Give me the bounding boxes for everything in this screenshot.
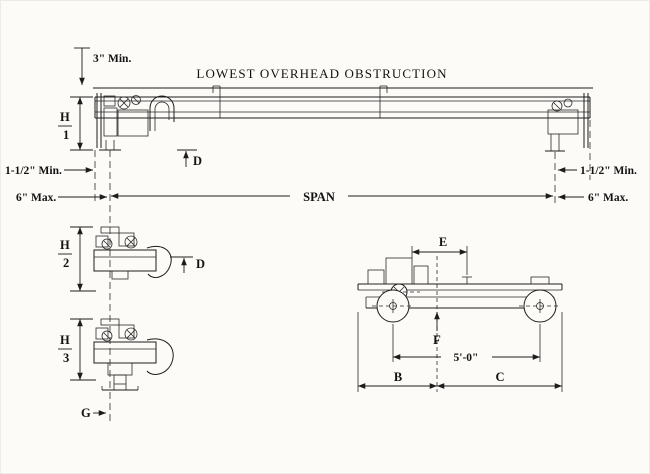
gear-icon xyxy=(117,96,131,110)
left-min-label: 1-1/2" Min. xyxy=(5,165,62,177)
d-dimension-top: D xyxy=(177,149,202,168)
gear-icon xyxy=(101,238,113,250)
e-label: E xyxy=(439,235,447,249)
hoist-hook xyxy=(149,95,175,131)
b-dimension: B xyxy=(357,312,437,392)
bridge-end-view: E F 5'-0" B C xyxy=(357,235,563,392)
left-end-truck-hoist xyxy=(96,93,175,151)
d-top-label: D xyxy=(193,154,202,168)
right-end-dimensions: 1-1/2" Min. 6" Max. xyxy=(554,120,637,205)
trolley-section-h2 xyxy=(93,226,172,280)
trolley-section-h3 xyxy=(93,318,174,391)
g-dimension: G xyxy=(81,406,106,420)
h2-number-label: 2 xyxy=(63,256,69,270)
gear-icon xyxy=(131,95,141,105)
end-truck-wheel-left xyxy=(372,289,414,323)
left-max-label: 6" Max. xyxy=(16,192,56,204)
g-label: G xyxy=(81,406,91,420)
right-max-label: 6" Max. xyxy=(588,192,628,204)
h3-letter-label: H xyxy=(60,333,70,347)
h2-letter-label: H xyxy=(60,238,70,252)
hanger-rod-left xyxy=(212,85,221,118)
wheelbase-dimension: 5'-0" xyxy=(392,324,541,364)
b-label: B xyxy=(394,370,402,384)
span-dimension: SPAN xyxy=(111,190,553,204)
e-dimension: E xyxy=(411,235,468,275)
c-label: C xyxy=(495,370,504,384)
h3-number-label: 3 xyxy=(63,351,69,365)
c-dimension: C xyxy=(437,312,563,392)
hoist-hook xyxy=(146,245,172,278)
gear-icon xyxy=(124,235,138,249)
left-end-dimensions: 1-1/2" Min. 6" Max. xyxy=(5,150,111,421)
h2-dimension: H 2 xyxy=(58,226,96,292)
h1-dimension: H 1 xyxy=(58,96,93,151)
hanger-rod-right xyxy=(379,85,388,118)
wheelbase-label: 5'-0" xyxy=(454,352,479,364)
end-truck-wheel-right xyxy=(519,289,561,323)
h1-number-label: 1 xyxy=(63,128,69,142)
gear-icon xyxy=(101,330,113,342)
gear-icon xyxy=(563,98,573,108)
f-label: F xyxy=(433,333,441,347)
gear-icon xyxy=(124,327,138,341)
right-min-label: 1-1/2" Min. xyxy=(580,165,637,177)
top-clearance-dimension: 3" Min. xyxy=(74,47,131,85)
h1-letter-label: H xyxy=(60,110,70,124)
h3-dimension: H 3 xyxy=(58,318,96,381)
right-end-truck xyxy=(545,93,589,152)
obstruction-title: LOWEST OVERHEAD OBSTRUCTION xyxy=(196,66,447,81)
gear-icon xyxy=(551,100,563,112)
d-dimension-section: D xyxy=(170,256,205,273)
d-section-label: D xyxy=(196,257,205,271)
bridge-girder-elevation xyxy=(94,85,591,119)
span-label: SPAN xyxy=(303,190,335,204)
top-clearance-label: 3" Min. xyxy=(93,53,131,65)
f-dimension: F xyxy=(433,312,441,347)
overhead-obstruction: LOWEST OVERHEAD OBSTRUCTION xyxy=(93,66,593,89)
hoist-hook xyxy=(146,338,174,375)
